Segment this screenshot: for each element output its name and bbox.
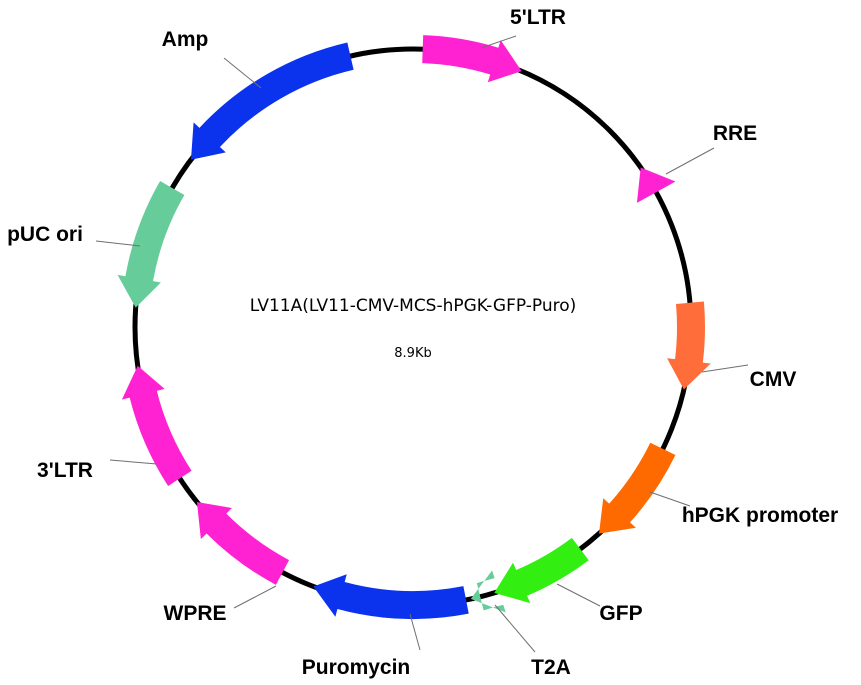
feature-arrow-hpgk [599, 442, 676, 534]
feature-label-cmv: CMV [750, 368, 797, 391]
feature-label-amp: Amp [162, 28, 209, 51]
leader-line-hpgk [649, 491, 691, 507]
feature-arrow-t2a [470, 570, 506, 613]
feature-arrow-amp [190, 42, 354, 160]
feature-label-t2a: T2A [531, 656, 571, 679]
feature-arrow-puromycin [313, 574, 469, 620]
plasmid-size: 8.9Kb [394, 346, 431, 361]
feature-label-rre: RRE [713, 122, 757, 145]
features-layer [117, 35, 711, 620]
feature-arrow-3ltr [121, 365, 192, 487]
feature-label-5ltr: 5'LTR [510, 6, 566, 29]
leader-line-amp [223, 57, 262, 89]
leader-line-wpre [233, 585, 277, 609]
plasmid-name: LV11A(LV11-CMV-MCS-hPGK-GFP-Puro) [250, 296, 577, 316]
feature-arrow-5ltr [422, 35, 522, 83]
leader-line-t2a [494, 604, 536, 653]
feature-arrow-puc-ori [117, 181, 185, 308]
feature-arrow-cmv [667, 301, 711, 390]
leader-line-puc-ori [95, 240, 141, 247]
leader-line-cmv [701, 364, 749, 373]
feature-arrow-gfp [494, 537, 589, 604]
feature-label-puromycin: Puromycin [302, 656, 411, 679]
feature-label-wpre: WPRE [164, 602, 227, 625]
feature-label-3ltr: 3'LTR [37, 459, 93, 482]
leader-line-gfp [556, 583, 601, 607]
feature-arrow-rre [636, 167, 676, 203]
leaders-layer [95, 35, 749, 653]
leader-line-rre [665, 147, 715, 175]
feature-label-gfp: GFP [599, 602, 642, 625]
feature-label-puc-ori: pUC ori [7, 223, 83, 246]
leader-line-3ltr [109, 459, 158, 465]
leader-line-5ltr [480, 35, 517, 49]
feature-label-hpgk: hPGK promoter [682, 504, 838, 527]
feature-arrow-wpre [196, 501, 290, 585]
leader-line-puromycin [409, 613, 421, 651]
